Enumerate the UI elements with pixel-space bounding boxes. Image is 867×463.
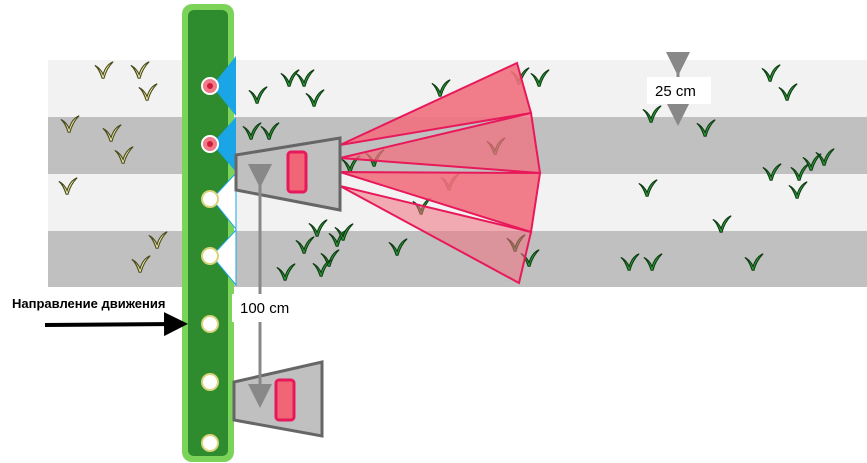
camera-lens	[274, 378, 296, 422]
boom-bar-inner	[188, 10, 228, 456]
fov-segment	[339, 111, 542, 175]
spray-fans	[211, 56, 237, 287]
camera-lens	[286, 150, 308, 194]
nozzle-inactive	[201, 434, 219, 452]
sprayer-boom	[182, 4, 234, 462]
spray-fan-inactive	[211, 171, 237, 231]
fov-segment	[339, 171, 542, 234]
nozzle-inactive	[201, 247, 219, 265]
nozzles	[201, 77, 219, 452]
fov-segment	[339, 185, 533, 285]
fov-segment	[339, 61, 533, 146]
spray-fan-inactive	[211, 228, 237, 287]
nozzle-inactive	[201, 190, 219, 208]
camera-field-of-view	[339, 61, 542, 285]
nozzle-inactive	[201, 373, 219, 391]
nozzle-inactive	[201, 315, 219, 333]
sensor-spacing-label-bg	[232, 294, 302, 322]
row-spacing-label-bg	[647, 77, 711, 104]
row-spacing-label: 25 cm	[655, 83, 696, 100]
spray-fan-active	[212, 56, 236, 116]
spray-fan-active	[212, 117, 236, 172]
direction-arrow	[44, 312, 188, 337]
nozzle-center-dot	[207, 83, 213, 89]
direction-label: Направление движения	[12, 296, 165, 311]
sensor-spacing-label: 100 cm	[240, 300, 289, 317]
camera-bottom	[232, 360, 324, 438]
nozzle-center-dot	[207, 141, 213, 147]
